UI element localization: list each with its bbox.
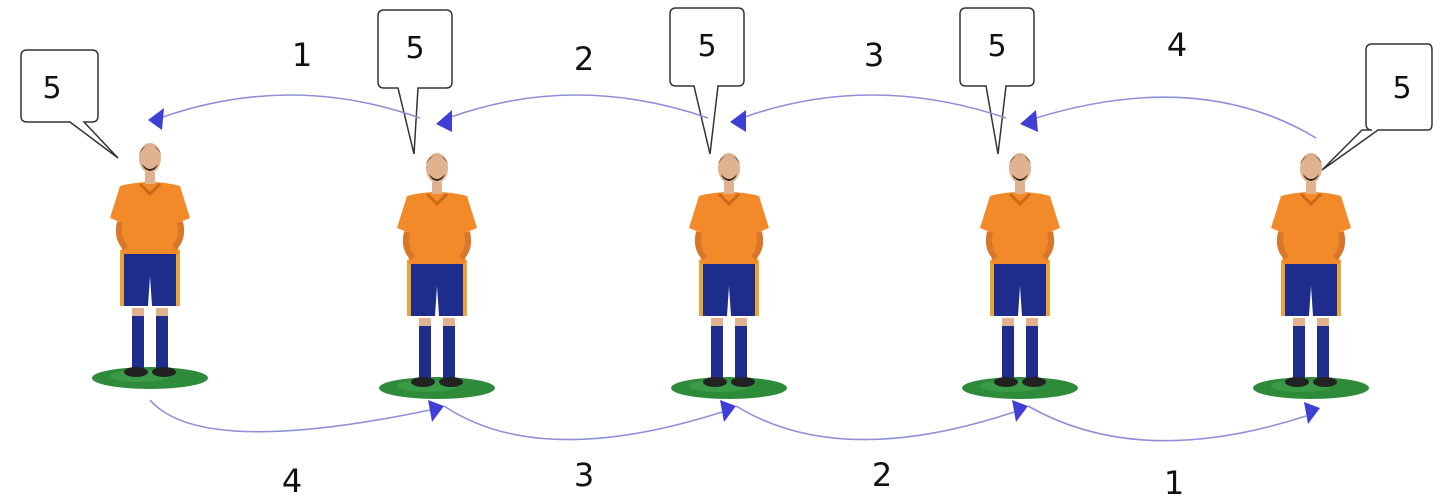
bubble-value: 5: [42, 71, 61, 106]
bottom-arrow-2: [443, 400, 736, 441]
player-figure-2: [379, 153, 495, 399]
speech-bubble-4: 5: [959, 7, 1035, 155]
bubble-value: 5: [697, 29, 716, 64]
bottom-arrow-3: [735, 400, 1028, 441]
top-arc-label-1: 1: [292, 36, 312, 74]
speech-bubble-3: 5: [669, 7, 745, 155]
bottom-arc-label-1: 4: [282, 462, 302, 500]
top-arrow-3: [730, 94, 1007, 132]
bubble-value: 5: [1392, 71, 1411, 106]
top-arrow-1: [148, 94, 421, 130]
speech-bubble-1: 5: [20, 49, 119, 159]
player-figure-1: [92, 143, 208, 389]
bubble-value: 5: [405, 31, 424, 66]
top-arrow-4: [1020, 96, 1317, 139]
top-arc-label-2: 2: [574, 40, 594, 78]
bottom-arc-label-4: 1: [1164, 464, 1184, 501]
bottom-arrow-1: [149, 399, 444, 433]
top-arrow-2: [436, 94, 709, 132]
speech-bubble-2: 5: [377, 9, 453, 155]
bubble-value: 5: [987, 29, 1006, 64]
top-arc-label-3: 3: [864, 36, 884, 74]
player-figure-4: [962, 153, 1078, 399]
player-figure-5: [1253, 153, 1369, 399]
bottom-arc-label-3: 2: [872, 456, 892, 494]
player-figure-3: [671, 153, 787, 399]
bottom-arrow-4: [1027, 402, 1320, 442]
top-arc-label-4: 4: [1167, 26, 1187, 64]
bottom-arc-label-2: 3: [574, 456, 594, 494]
speech-bubble-5: 5: [1321, 43, 1433, 171]
